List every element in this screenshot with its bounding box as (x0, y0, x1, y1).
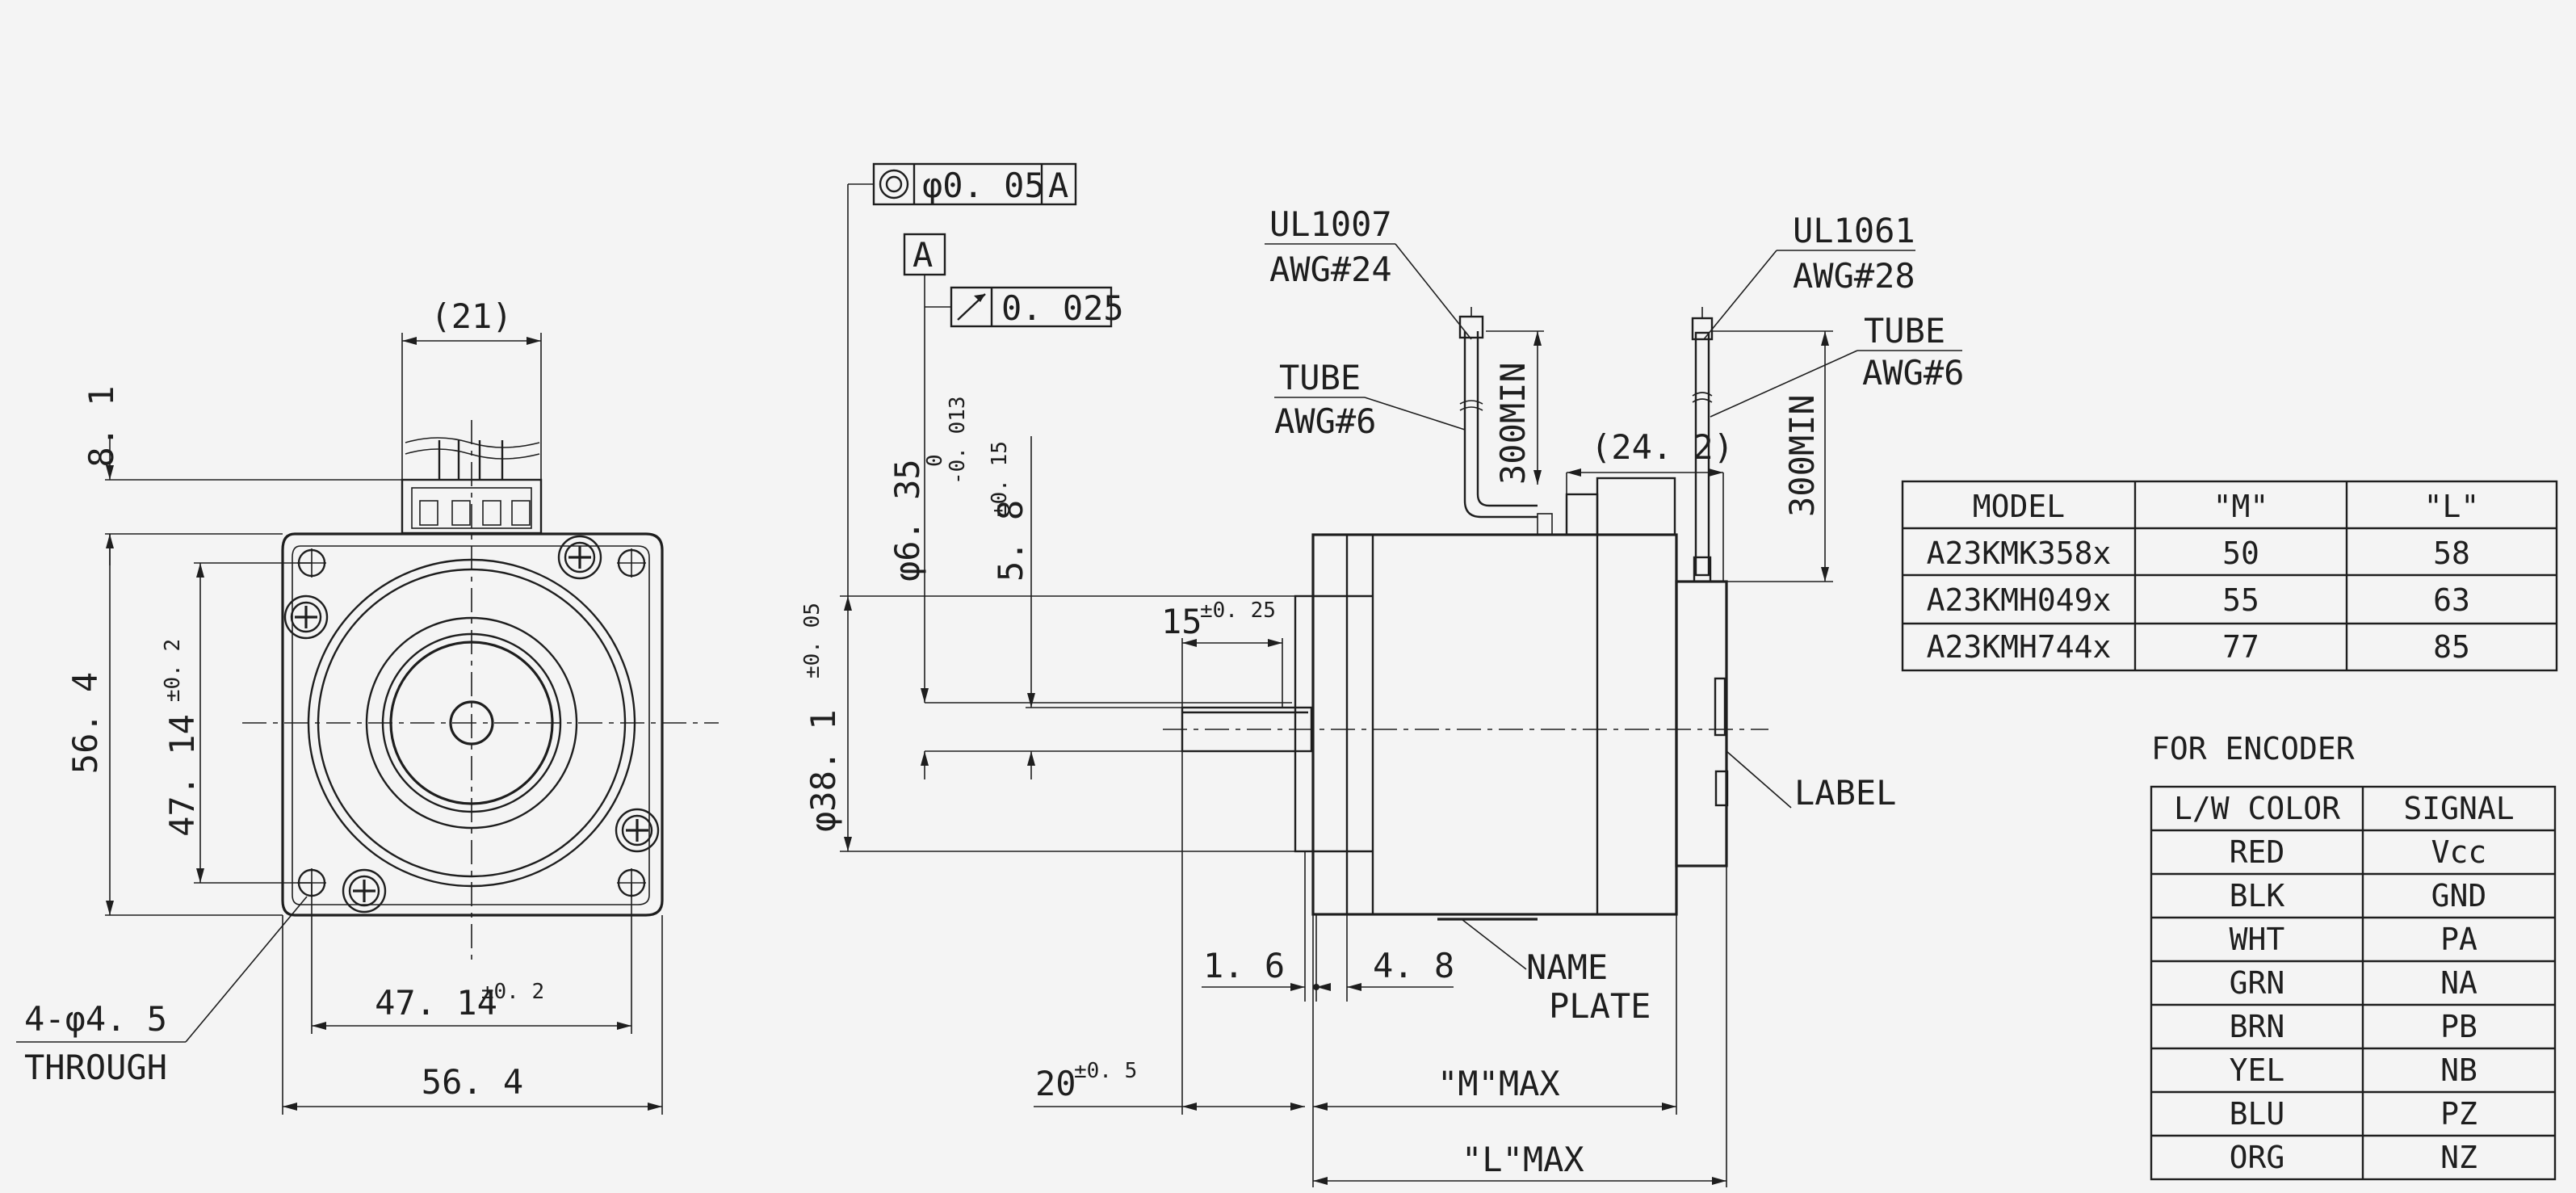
color-cell: RED (2230, 834, 2285, 870)
shaft-tol-upper: 0 (923, 454, 947, 467)
signal-header: SIGNAL (2403, 791, 2514, 826)
m-cell: 77 (2222, 629, 2259, 665)
model-header: MODEL (1973, 489, 2065, 524)
signal-cell: NZ (2440, 1140, 2477, 1175)
wire-right-awg: AWG#28 (1793, 256, 1915, 296)
lead-min-right: 300MIN (1782, 394, 1822, 517)
lead-min-left: 300MIN (1493, 362, 1533, 485)
dim-47-14-vertical: 47. 14 (162, 714, 202, 837)
nameplate-label-2: PLATE (1549, 986, 1651, 1026)
screw-icon (557, 535, 602, 580)
shaft-tol-lower: -0. 013 (946, 396, 970, 485)
l-cell: 63 (2433, 582, 2470, 618)
model-cell: A23KMH744x (1927, 629, 2112, 665)
front-view: (21) 8. 1 56. 4 47. 14 ±0. 2 47. 14 ±0. … (16, 296, 719, 1115)
color-cell: WHT (2230, 922, 2285, 957)
dim-56-4-vertical: 56. 4 (65, 672, 105, 774)
signal-cell: GND (2431, 878, 2487, 914)
flat-tol: ±0. 15 (988, 441, 1012, 517)
m-max: "M"MAX (1437, 1064, 1560, 1103)
concentricity-value: φ0. 05 (922, 166, 1045, 205)
hole-callout: 4-φ4. 5 (24, 999, 167, 1039)
tol-vertical: ±0. 2 (161, 639, 185, 702)
color-cell: BLK (2230, 878, 2285, 914)
l-cell: 85 (2433, 629, 2470, 665)
lead-wire-left (1458, 307, 1538, 519)
signal-cell: PZ (2440, 1096, 2477, 1132)
screw-icon (615, 808, 660, 853)
encoder-title: FOR ENCODER (2151, 731, 2355, 767)
through-label: THROUGH (24, 1048, 167, 1087)
tube-right-awg: AWG#6 (1862, 353, 1964, 393)
screw-icon (342, 868, 387, 914)
flat-length: 15 (1161, 602, 1202, 641)
side-view: φ0. 05 A A 0. 025 φ6. 35 0 -0. 013 5. 8 … (800, 162, 1964, 1187)
front-body-outline (281, 532, 664, 917)
color-cell: ORG (2230, 1140, 2285, 1175)
color-cell: BLU (2230, 1096, 2285, 1132)
dim-21: (21) (430, 296, 512, 336)
signal-cell: PA (2440, 922, 2477, 957)
wire-right-type: UL1061 (1793, 211, 1915, 250)
mounting-hole (617, 548, 646, 578)
shaft-length-tol: ±0. 5 (1074, 1059, 1137, 1083)
dim-56-4-horizontal: 56. 4 (422, 1062, 523, 1102)
flat-length-tol: ±0. 25 (1200, 599, 1276, 623)
l-cell: 58 (2433, 536, 2470, 571)
model-cell: A23KMK358x (1927, 536, 2112, 571)
concentricity-frame: φ0. 05 A (847, 162, 1077, 596)
l-header: "L" (2424, 489, 2480, 524)
datum-label: A (913, 235, 933, 275)
model-table: MODEL "M" "L" A23KMK358x 50 58 A23KMH049… (1901, 480, 2558, 672)
signal-cell: Vcc (2431, 834, 2487, 870)
signal-cell: PB (2440, 1009, 2477, 1044)
pilot-tol: ±0. 05 (800, 603, 824, 678)
signal-cell: NA (2440, 965, 2477, 1001)
dim-8-1: 8. 1 (82, 385, 121, 467)
datum-ref: A (1048, 166, 1068, 205)
label-callout: LABEL (1794, 773, 1896, 813)
model-cell: A23KMH049x (1927, 582, 2112, 618)
flat-dim: 5. 8 (991, 500, 1030, 582)
pilot-diameter: φ38. 1 (803, 709, 843, 832)
wire-left-type: UL1007 (1269, 204, 1392, 244)
motor-body (1311, 533, 1678, 916)
dim-1-6: 1. 6 (1203, 946, 1285, 985)
tube-left: TUBE (1279, 358, 1361, 397)
dim-24-2: (24. 2) (1591, 427, 1734, 467)
m-cell: 50 (2222, 536, 2259, 571)
shaft-diameter: φ6. 35 (887, 459, 927, 582)
signal-cell: NB (2440, 1052, 2477, 1088)
dim-47-14-horizontal: 47. 14 (375, 983, 497, 1023)
nameplate-label-1: NAME (1526, 947, 1608, 987)
tube-left-awg: AWG#6 (1274, 401, 1376, 441)
l-max: "L"MAX (1462, 1140, 1584, 1179)
tube-right: TUBE (1864, 311, 1945, 351)
encoder-table: FOR ENCODER L/W COLOR SIGNAL RED Vcc BLK… (2150, 731, 2557, 1181)
m-cell: 55 (2222, 582, 2259, 618)
color-cell: YEL (2230, 1052, 2285, 1088)
m-header: "M" (2213, 489, 2269, 524)
color-cell: GRN (2230, 965, 2285, 1001)
runout-value: 0. 025 (1001, 288, 1124, 328)
wire-left-awg: AWG#24 (1269, 250, 1392, 289)
shaft-length: 20 (1035, 1064, 1076, 1103)
color-cell: BRN (2230, 1009, 2285, 1044)
screw-icon (283, 594, 329, 640)
dim-4-8: 4. 8 (1373, 946, 1454, 985)
color-header: L/W COLOR (2174, 791, 2340, 826)
tol-horizontal: ±0. 2 (481, 980, 544, 1004)
